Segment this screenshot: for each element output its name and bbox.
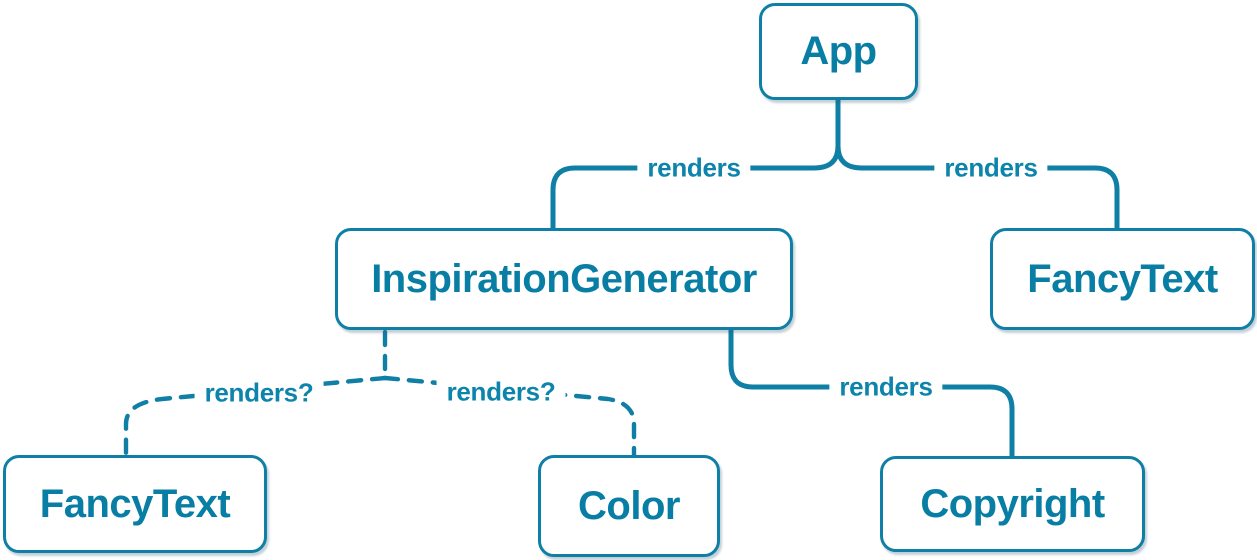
node-fancy-text-top-label: FancyText: [1027, 256, 1218, 301]
node-fancy-text-bottom: FancyText: [3, 455, 267, 553]
edge-label-renders-question-left: renders?: [194, 375, 324, 411]
node-app-label: App: [800, 29, 877, 73]
edge-inspirationgenerator-to-color-dashed: [382, 375, 637, 458]
node-fancy-text-top: FancyText: [990, 228, 1255, 330]
node-fancy-text-bottom-label: FancyText: [39, 481, 231, 526]
node-copyright: Copyright: [880, 456, 1145, 552]
edge-inspirationgenerator-to-fancytext-dashed: [123, 375, 388, 458]
node-color: Color: [538, 455, 720, 557]
edge-label-renders-question-right: renders?: [436, 374, 566, 410]
node-app: App: [759, 3, 918, 100]
node-copyright-label: Copyright: [920, 481, 1105, 526]
edge-label-renders-left: renders: [637, 150, 751, 186]
node-inspiration-generator-label: InspirationGenerator: [371, 256, 757, 301]
node-color-label: Color: [578, 483, 680, 528]
edge-label-renders-right: renders: [934, 150, 1048, 186]
node-inspiration-generator: InspirationGenerator: [335, 228, 793, 330]
edge-label-renders-copyright: renders: [829, 369, 943, 405]
